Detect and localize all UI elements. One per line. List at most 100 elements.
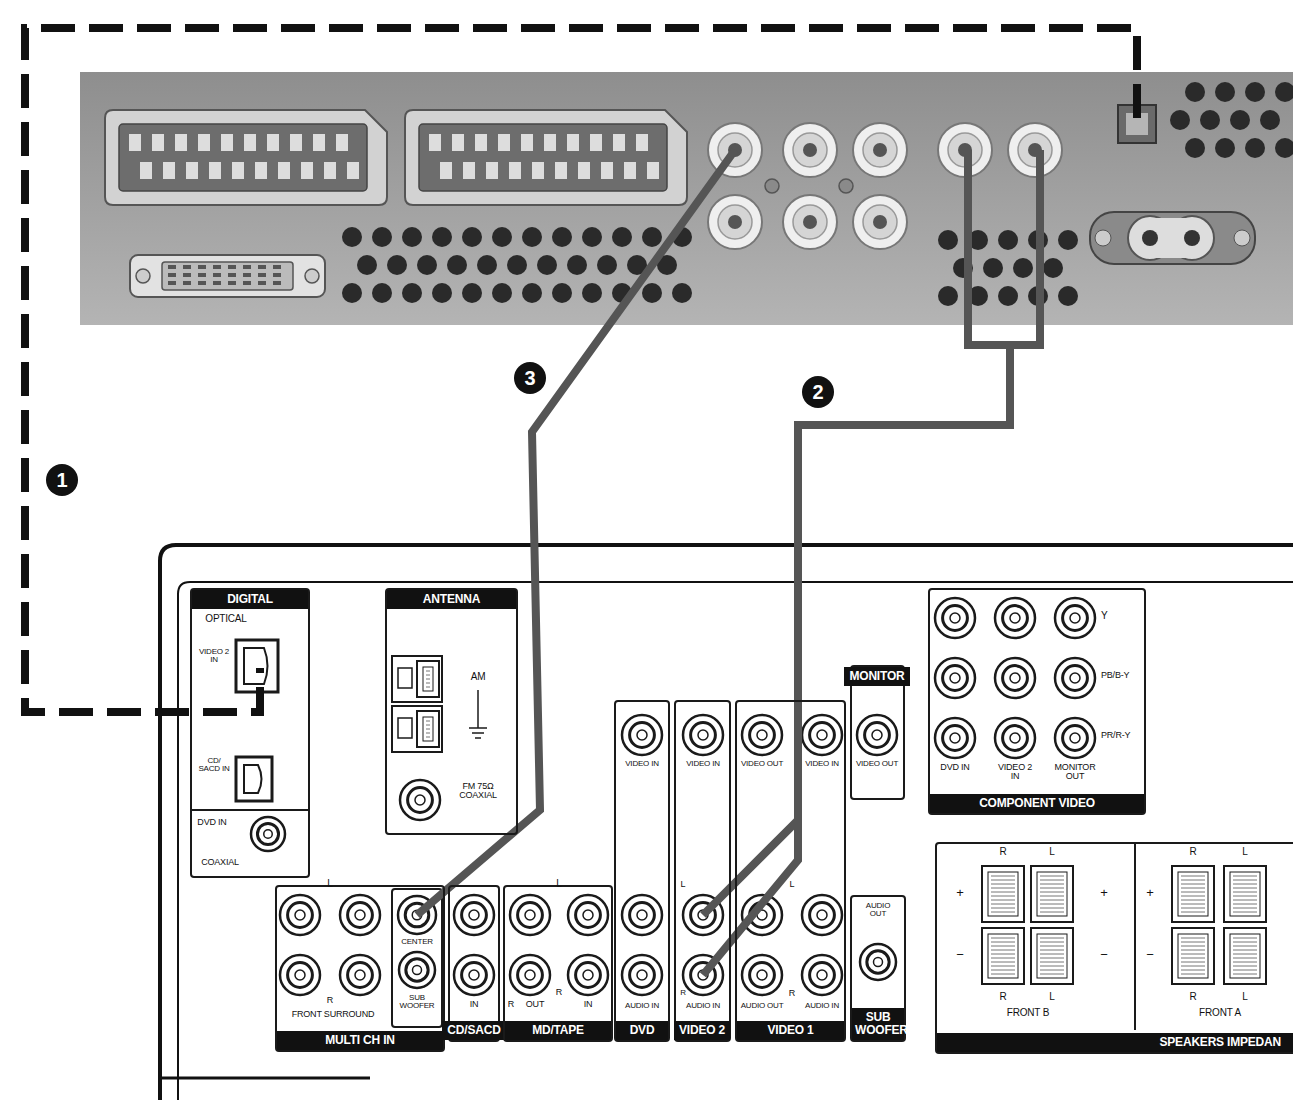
terminal-rib: [991, 908, 1015, 909]
terminal-rib: [991, 876, 1015, 877]
scart-pin: [567, 134, 579, 151]
dvi-pin: [243, 281, 251, 285]
port-group: MD/TAPE: [503, 885, 613, 1042]
rca-jack: [935, 718, 975, 758]
am-hole: [398, 718, 412, 738]
terminal-rib: [1040, 950, 1064, 951]
terminal-clamp: [988, 934, 1018, 978]
jack-collar: [1063, 726, 1088, 751]
jack-pin: [1010, 613, 1020, 623]
scart-pin: [429, 134, 441, 151]
dvi-pin: [168, 265, 176, 269]
jack-pin: [1010, 673, 1020, 683]
port-label: L: [681, 880, 686, 889]
rca-jack: [280, 895, 320, 935]
rca-jack: [802, 895, 842, 935]
scart-pin: [613, 134, 625, 151]
port-label: FRONT SURROUND: [292, 1010, 375, 1019]
terminal-rib: [1040, 912, 1064, 913]
callout-number: 3: [514, 362, 546, 394]
dvi-pin: [273, 265, 281, 269]
scart-inner: [119, 124, 367, 191]
jack-ring: [1055, 658, 1095, 698]
power-pin: [1142, 230, 1158, 246]
jack-pin: [525, 910, 535, 920]
scart-pin: [221, 134, 233, 151]
jack-pin: [413, 966, 422, 975]
terminal-rib: [1040, 908, 1064, 909]
rca-jack: [568, 955, 608, 995]
rca-jack: [510, 895, 550, 935]
vent-hole: [1230, 110, 1250, 130]
port-label: DVD IN: [940, 763, 969, 772]
jack-ring: [860, 944, 896, 980]
rca-jack: [742, 715, 782, 755]
rca-jack: [280, 955, 320, 995]
group-name: VIDEO 2: [679, 1023, 725, 1037]
scart-pin: [590, 134, 602, 151]
terminal-rib: [1040, 892, 1064, 893]
rca-pin: [873, 215, 887, 229]
terminal-rib: [991, 938, 1015, 939]
jack-collar: [576, 963, 601, 988]
terminal-rib: [1233, 896, 1257, 897]
dvi-pin: [273, 281, 281, 285]
port-label: +: [956, 886, 963, 900]
scart-pin: [463, 162, 475, 179]
dvi-shell: [130, 255, 325, 297]
rca-pin: [873, 143, 887, 157]
terminal-clamp: [1037, 872, 1067, 916]
group-band: DVD: [616, 1021, 668, 1040]
terminal-rib: [991, 892, 1015, 893]
terminal-rib: [1040, 958, 1064, 959]
vent-hole: [1185, 82, 1205, 102]
jack-ring: [280, 955, 320, 995]
jack-ring: [340, 955, 380, 995]
rca-pin: [803, 215, 817, 229]
rca-jack: [853, 123, 907, 177]
terminal-rib: [1181, 950, 1205, 951]
jack-pin: [355, 910, 365, 920]
speaker-terminal: [1224, 866, 1266, 922]
terminal-frame: [1031, 928, 1073, 984]
jack-pin: [637, 970, 647, 980]
terminal-rib: [1233, 904, 1257, 905]
vent-hole: [402, 227, 422, 247]
terminal-rib: [1181, 896, 1205, 897]
jack-collar: [630, 963, 655, 988]
scart-shell: [405, 110, 687, 205]
vent-hole: [432, 283, 452, 303]
jack-ring: [622, 955, 662, 995]
port-label: R: [999, 847, 1006, 858]
jack-ring: [683, 715, 723, 755]
dvi-pin: [183, 281, 191, 285]
jack-pin: [637, 910, 647, 920]
jack-pin: [583, 910, 593, 920]
scart-pin: [198, 134, 210, 151]
vent-hole: [552, 227, 572, 247]
terminal-rib: [1233, 938, 1257, 939]
scart-pin: [232, 162, 244, 179]
rca-jack: [857, 715, 897, 755]
jack-ring: [399, 952, 435, 988]
jack-collar: [867, 951, 889, 973]
rca-jack: [622, 715, 662, 755]
optical-socket: [244, 648, 268, 684]
speaker-terminal: [1172, 928, 1214, 984]
jack-pin: [950, 733, 960, 743]
terminal-rib: [1233, 900, 1257, 901]
port-label: L: [790, 880, 795, 889]
terminal-rib: [1040, 962, 1064, 963]
scart-pin: [475, 134, 487, 151]
terminal-clamp: [1178, 934, 1208, 978]
jack-ring: [742, 955, 782, 995]
jack-ring: [935, 598, 975, 638]
dvi-pin: [228, 273, 236, 277]
dvi-pin: [243, 273, 251, 277]
vent-hole: [492, 227, 512, 247]
rca-jack: [995, 598, 1035, 638]
terminal-rib: [1040, 938, 1064, 939]
jack-ring: [568, 955, 608, 995]
port-group: SPEAKERS IMPEDAN: [935, 842, 1293, 1054]
jack-pin: [295, 910, 305, 920]
